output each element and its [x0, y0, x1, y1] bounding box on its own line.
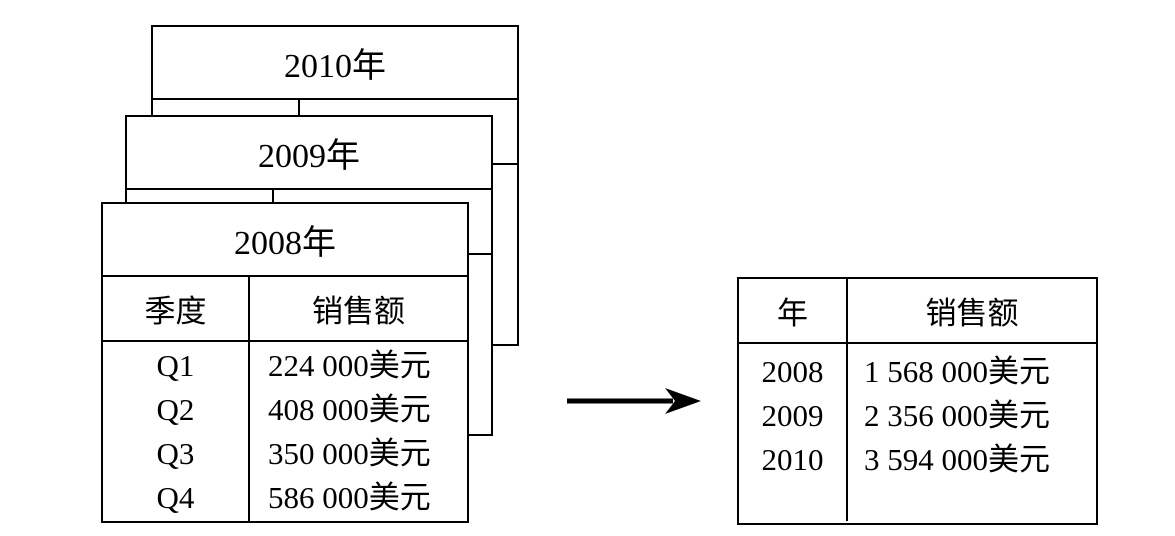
sales-cell: 350 000美元: [268, 436, 431, 471]
sheet-title-2008: 2008年: [103, 204, 467, 277]
year-column-header: 年: [739, 279, 848, 342]
sales-cell: 1 568 000美元: [864, 354, 1050, 389]
quarter-cell: Q2: [156, 392, 195, 427]
sheet-title-2010: 2010年: [153, 27, 517, 100]
sales-column-header: 销售额: [312, 294, 405, 329]
sales-column-header: 销售额: [925, 296, 1019, 331]
sales-cell: 408 000美元: [268, 392, 431, 427]
year-sheet-2008: 2008年 季度 销售额 Q1 Q2 Q3 Q4 224 000美元 408 0…: [101, 202, 469, 523]
yearly-table-header-row: 年 销售额: [739, 279, 1096, 344]
year-cell: 2008: [761, 354, 824, 389]
sales-cell: 2 356 000美元: [864, 398, 1050, 433]
sales-cell: 224 000美元: [268, 348, 431, 383]
year-cell: 2009: [761, 398, 824, 433]
quarter-cell: Q1: [156, 348, 195, 383]
year-sales-column: 1 568 000美元 2 356 000美元 3 594 000美元: [848, 344, 1096, 521]
yearly-summary-table: 年 销售额 2008 2009 2010 1 568 000美元 2 356 0…: [737, 277, 1098, 525]
sheet-title-2009: 2009年: [127, 117, 491, 190]
quarter-table-header-row: 季度 销售额: [103, 277, 467, 342]
year-cell: 2010: [761, 442, 824, 477]
quarter-labels-column: Q1 Q2 Q3 Q4: [103, 342, 250, 521]
right-arrow-icon: [563, 385, 703, 417]
quarter-cell: Q4: [156, 480, 195, 515]
quarter-table-body: Q1 Q2 Q3 Q4 224 000美元 408 000美元 350 000美…: [103, 342, 467, 521]
yearly-table-body: 2008 2009 2010 1 568 000美元 2 356 000美元 3…: [739, 344, 1096, 521]
quarter-column-header: 季度: [103, 277, 250, 340]
quarter-cell: Q3: [156, 436, 195, 471]
sales-cell: 586 000美元: [268, 480, 431, 515]
sales-cell: 3 594 000美元: [864, 442, 1050, 477]
quarter-sales-column: 224 000美元 408 000美元 350 000美元 586 000美元: [250, 342, 467, 521]
year-labels-column: 2008 2009 2010: [739, 344, 848, 521]
